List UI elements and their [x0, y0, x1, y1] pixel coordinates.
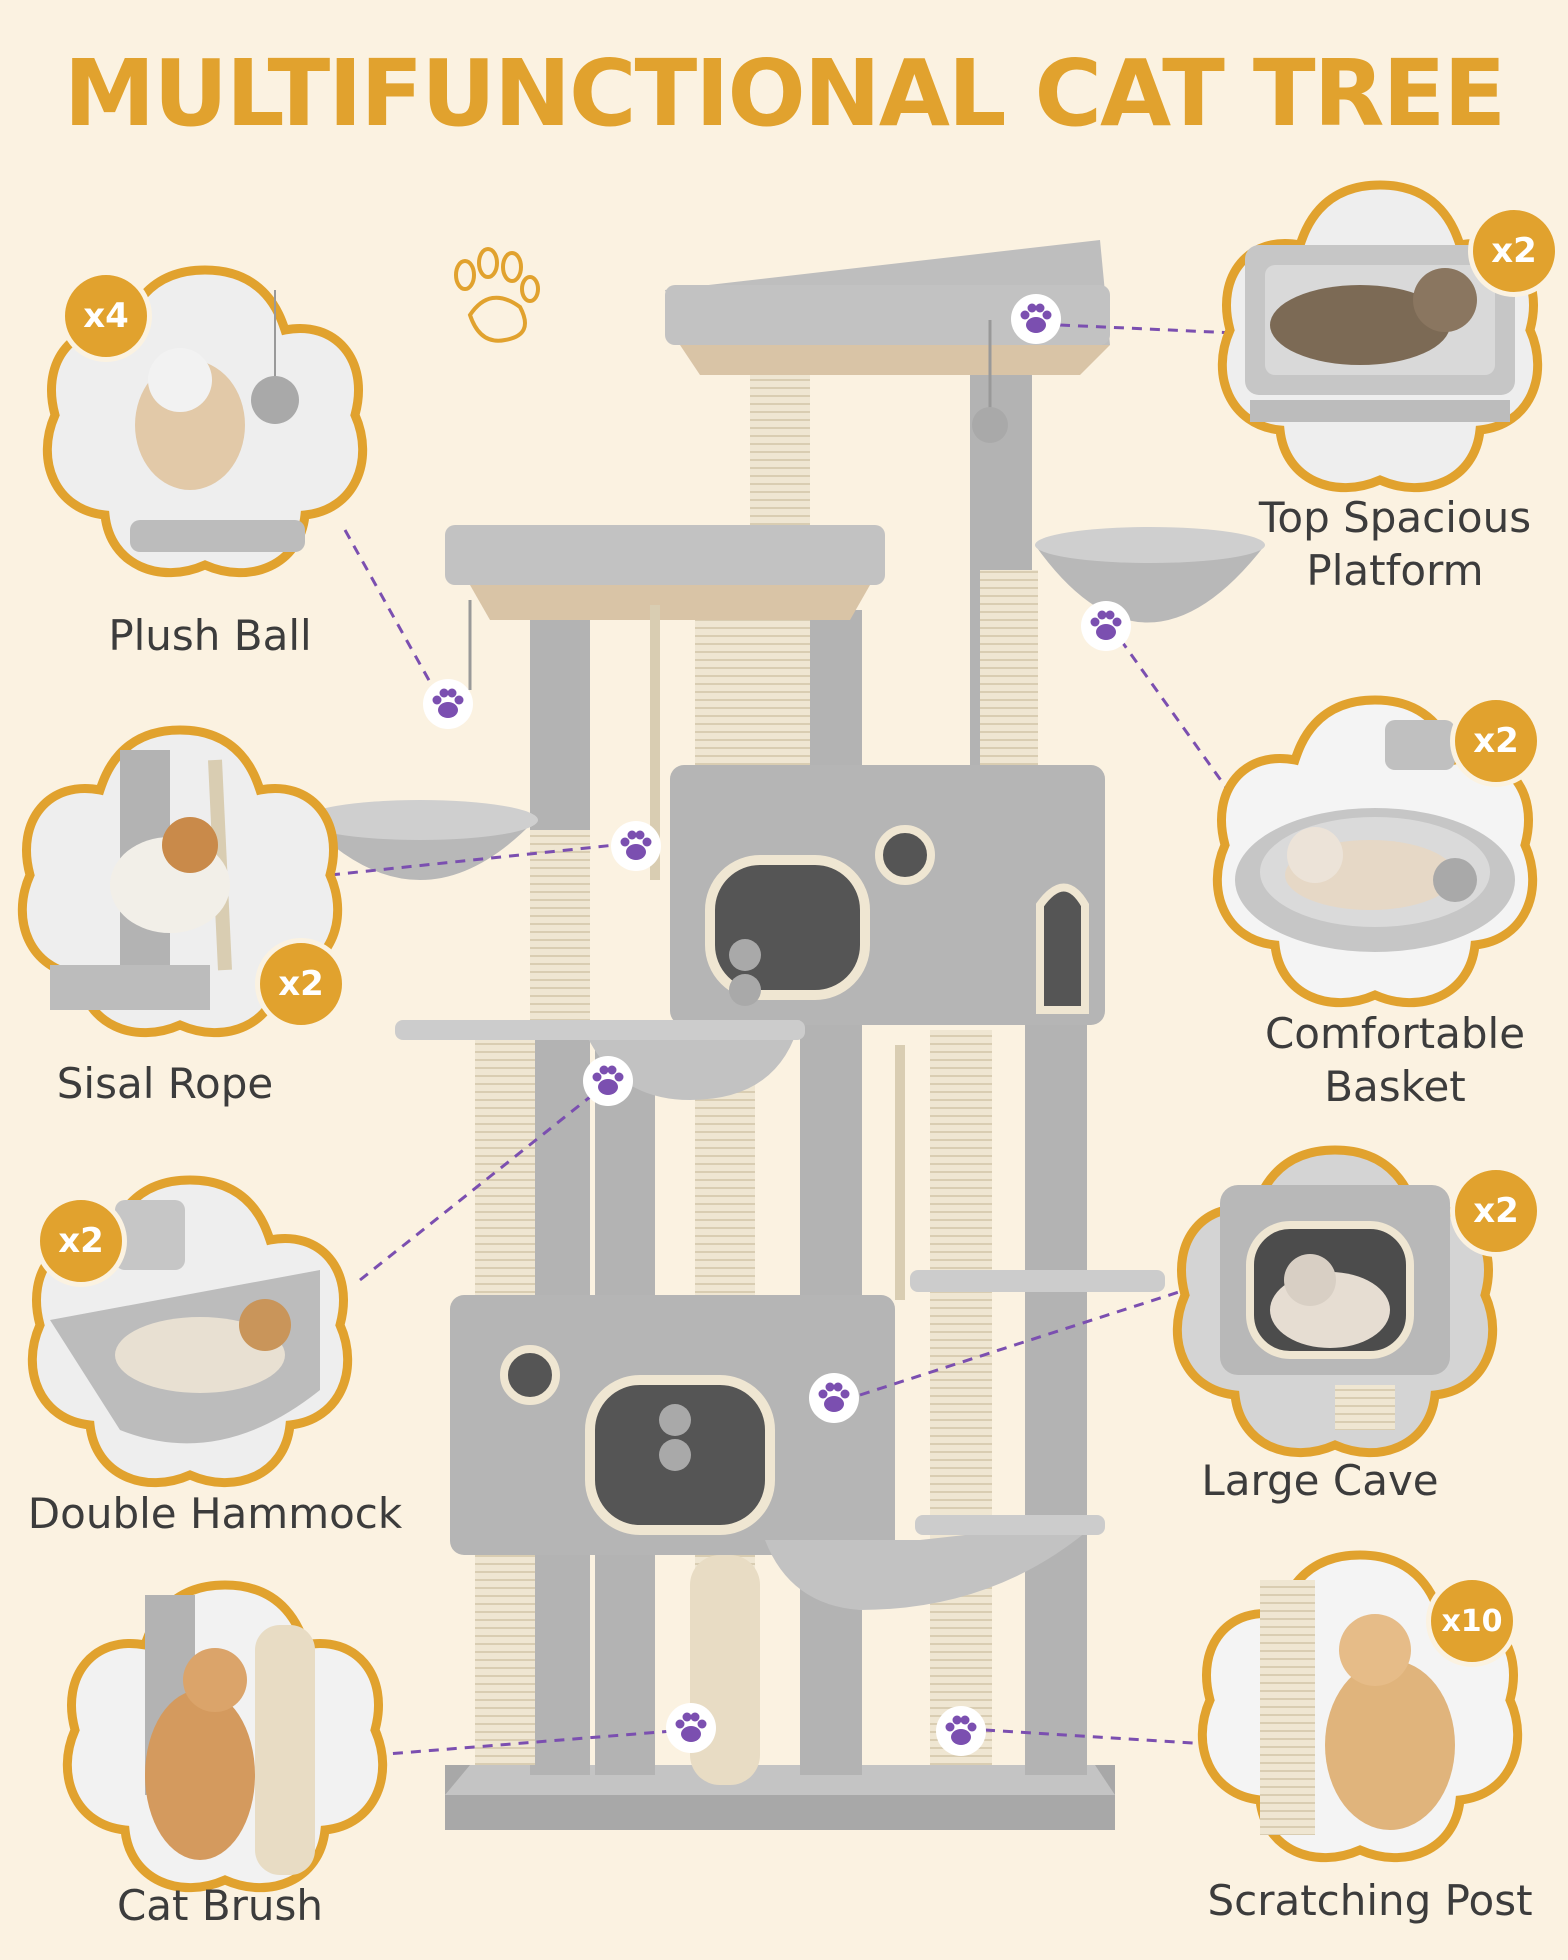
feature-bubble-large-cave: x2	[1165, 1130, 1542, 1470]
feature-label-scratching-post: Scratching Post	[1207, 1876, 1533, 1925]
paw-marker-icon	[423, 679, 473, 729]
page-title: MULTIFUNCTIONAL CAT TREE	[63, 40, 1506, 147]
feature-bubble-sisal-rope: x2	[10, 710, 350, 1050]
feature-label-large-cave: Large Cave	[1201, 1456, 1439, 1505]
count-badge: x10	[1426, 1575, 1518, 1667]
feature-photo-frame	[17, 725, 343, 1038]
count-badge: x2	[1450, 695, 1542, 787]
feature-label-sisal-rope: Sisal Rope	[56, 1059, 274, 1108]
paw-marker-icon	[666, 1703, 716, 1753]
feature-label-plush-ball: Plush Ball	[108, 611, 312, 660]
feature-photo-frame	[1217, 180, 1543, 493]
feature-bubble-basket: x2	[1205, 680, 1545, 1020]
feature-photo-frame	[1172, 1145, 1498, 1458]
paw-doodle-icon	[454, 247, 540, 343]
feature-bubble-scratching-post: x10	[1190, 1535, 1530, 1875]
count-badge: x2	[255, 938, 347, 1030]
paw-marker-icon	[1081, 601, 1131, 651]
feature-label-line: Platform	[1306, 545, 1484, 595]
feature-label-line: Comfortable	[1264, 1009, 1526, 1058]
feature-label-cat-brush: Cat Brush	[116, 1881, 324, 1930]
count-badge: x2	[1450, 1165, 1542, 1257]
feature-label-line: Top Spacious	[1258, 493, 1532, 542]
count-badge: x2	[35, 1195, 127, 1287]
paw-marker-icon	[583, 1056, 633, 1106]
paw-marker-icon	[611, 821, 661, 871]
count-badge: x4	[60, 270, 152, 362]
paw-marker-icon	[809, 1373, 859, 1423]
feature-bubble-plush-ball: x4	[35, 250, 375, 590]
feature-bubble-double-hammock: x2	[20, 1160, 360, 1500]
feature-photo-frame	[62, 1580, 388, 1893]
paw-marker-icon	[936, 1706, 986, 1756]
feature-label-line: Basket	[1324, 1061, 1466, 1111]
feature-label-basket: Comfortable Basket	[1225, 1008, 1565, 1113]
feature-photo-frame	[1212, 695, 1538, 1008]
feature-bubble-top-platform: x2	[1210, 165, 1560, 505]
feature-label-double-hammock: Double Hammock	[27, 1489, 403, 1538]
paw-marker-icon	[1011, 294, 1061, 344]
feature-label-top-platform: Top Spacious Platform	[1225, 492, 1565, 597]
feature-bubble-cat-brush	[55, 1565, 395, 1905]
count-badge: x2	[1468, 205, 1560, 297]
